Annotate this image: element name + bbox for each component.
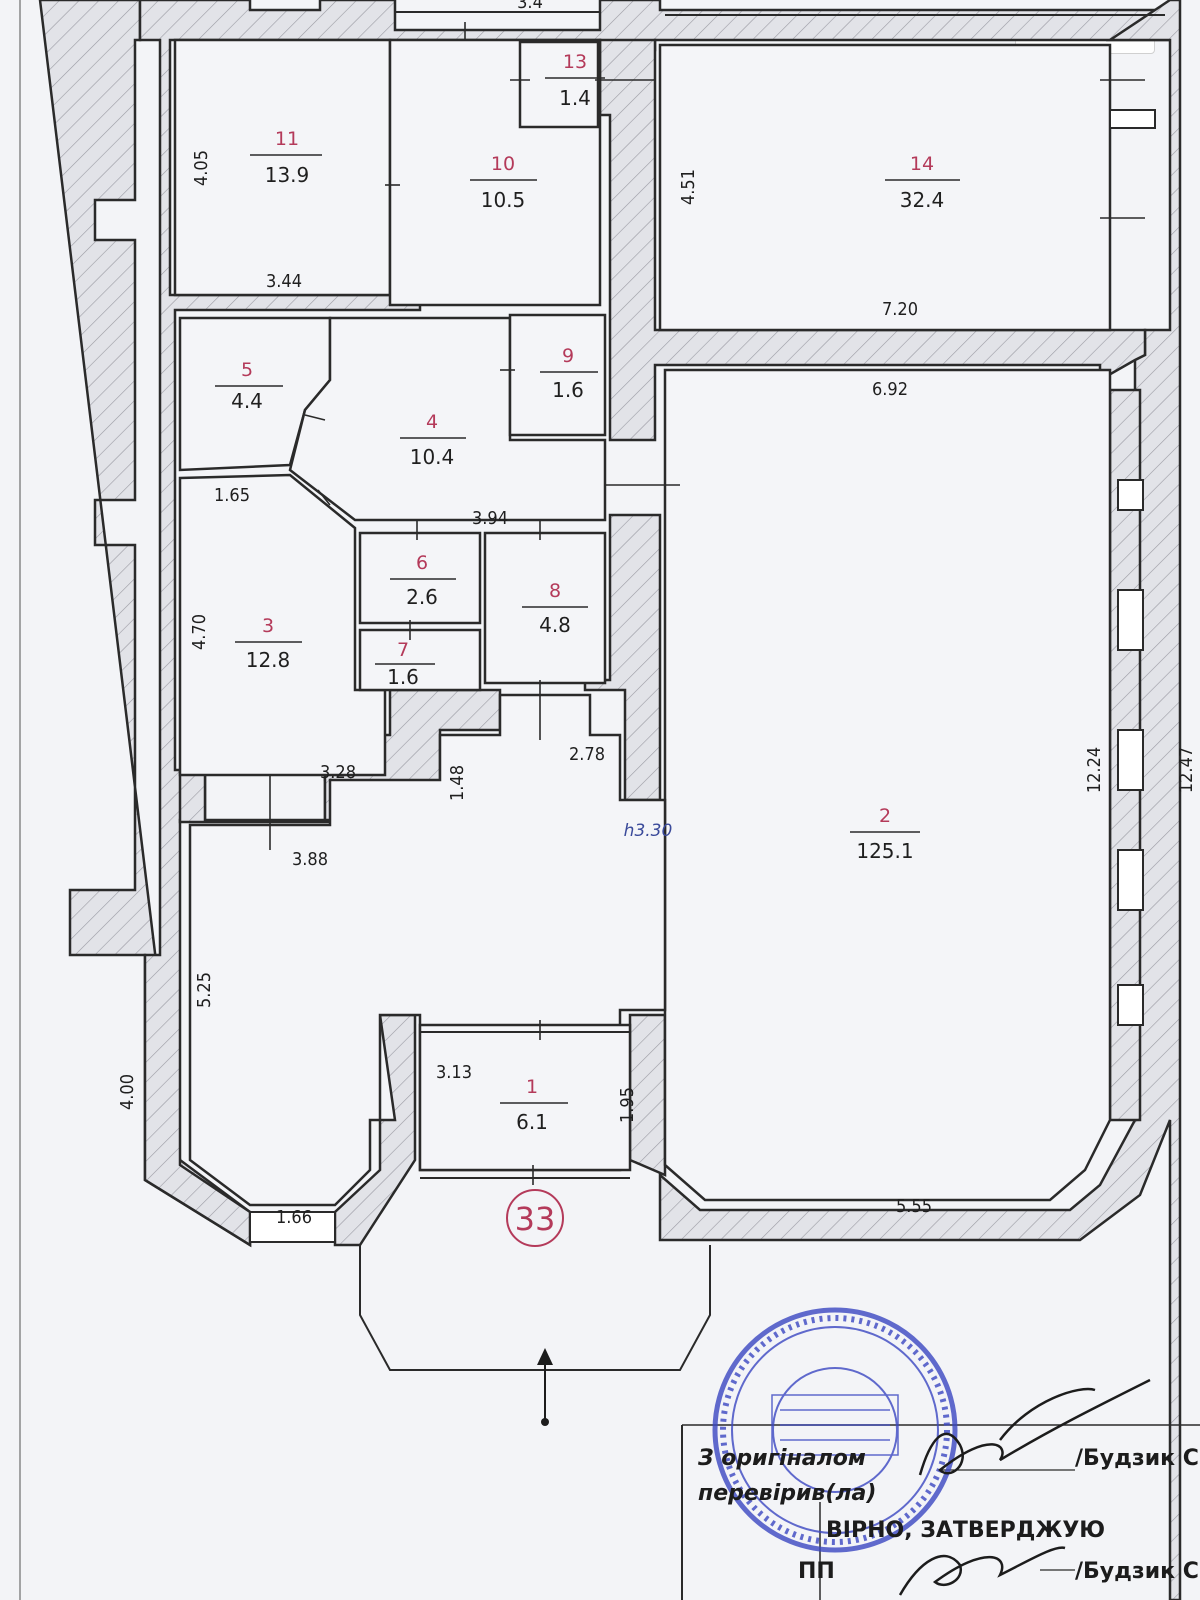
stamp-line4: ПП bbox=[798, 1559, 835, 1584]
entrance-arrow-icon bbox=[537, 1348, 553, 1426]
dimension-labels: 3.4 4.05 3.44 4.51 7.20 6.92 1.65 3.94 4… bbox=[117, 0, 1197, 1228]
label-room-6: 6 2.6 bbox=[390, 552, 456, 609]
label-room-1: 1 6.1 bbox=[500, 1076, 568, 1134]
svg-text:1.6: 1.6 bbox=[387, 665, 419, 689]
signer-name-2: /Будзик С bbox=[1075, 1559, 1199, 1584]
dim-165: 1.65 bbox=[214, 485, 250, 506]
svg-text:4.8: 4.8 bbox=[539, 613, 571, 637]
openings bbox=[249, 11, 1165, 1243]
label-room-4: 4 10.4 bbox=[400, 411, 466, 469]
dim-148: 1.48 bbox=[447, 765, 468, 801]
svg-text:125.1: 125.1 bbox=[856, 839, 913, 863]
svg-text:1.4: 1.4 bbox=[559, 86, 591, 110]
room-1 bbox=[418, 1023, 632, 1172]
signature-2 bbox=[898, 1546, 1066, 1596]
room-8 bbox=[483, 531, 607, 685]
svg-text:8: 8 bbox=[549, 580, 561, 602]
label-room-11: 11 13.9 bbox=[250, 128, 322, 187]
label-room-14: 14 32.4 bbox=[885, 153, 960, 212]
dim-394: 3.94 bbox=[472, 508, 508, 529]
rooms bbox=[173, 38, 1112, 1371]
svg-text:4: 4 bbox=[426, 411, 438, 433]
label-room-8: 8 4.8 bbox=[522, 580, 588, 637]
label-room-3: 3 12.8 bbox=[235, 615, 302, 672]
stamp-line3: ВІРНО, ЗАТВЕРДЖУЮ bbox=[826, 1518, 1105, 1543]
dim-top: 3.4 bbox=[517, 0, 543, 13]
dim-451: 4.51 bbox=[678, 169, 699, 205]
ceiling-height: h3.30 bbox=[624, 821, 673, 841]
svg-text:6.1: 6.1 bbox=[516, 1110, 548, 1134]
svg-text:10: 10 bbox=[491, 153, 515, 175]
label-room-5: 5 4.4 bbox=[215, 359, 283, 413]
room-14 bbox=[658, 43, 1112, 332]
svg-text:12.8: 12.8 bbox=[246, 648, 291, 672]
room-9 bbox=[508, 313, 607, 437]
dim-166: 1.66 bbox=[276, 1207, 312, 1228]
room-11 bbox=[173, 38, 392, 297]
label-room-9: 9 1.6 bbox=[540, 345, 598, 402]
apartment-number: 33 bbox=[515, 1200, 556, 1238]
dim-278: 2.78 bbox=[569, 744, 605, 765]
svg-text:1.6: 1.6 bbox=[552, 378, 584, 402]
svg-text:4.4: 4.4 bbox=[231, 389, 263, 413]
dim-328: 3.28 bbox=[320, 762, 356, 783]
dim-400: 4.00 bbox=[117, 1074, 138, 1110]
svg-text:9: 9 bbox=[562, 345, 574, 367]
svg-text:10.4: 10.4 bbox=[410, 445, 455, 469]
svg-text:13: 13 bbox=[563, 51, 587, 73]
room-7 bbox=[358, 628, 482, 692]
svg-text:6: 6 bbox=[416, 552, 428, 574]
stamp-line2: перевірив(ла) bbox=[698, 1481, 876, 1506]
svg-text:7: 7 bbox=[397, 639, 409, 661]
label-room-2: 2 125.1 bbox=[850, 805, 920, 863]
certification-block: З оригіналом перевірив(ла) ВІРНО, ЗАТВЕР… bbox=[681, 1307, 1200, 1600]
outer-walls bbox=[38, 0, 1182, 1600]
porch-outline bbox=[359, 1245, 711, 1371]
dim-313: 3.13 bbox=[436, 1062, 472, 1083]
dim-1247: 12.47 bbox=[1176, 747, 1197, 793]
label-room-10: 10 10.5 bbox=[470, 153, 537, 212]
svg-text:32.4: 32.4 bbox=[900, 188, 945, 212]
svg-text:1: 1 bbox=[526, 1076, 538, 1098]
svg-text:11: 11 bbox=[275, 128, 299, 150]
stamp-line1: З оригіналом bbox=[697, 1446, 866, 1471]
label-room-7: 7 1.6 bbox=[375, 639, 435, 689]
svg-text:10.5: 10.5 bbox=[481, 188, 526, 212]
room-2 bbox=[663, 368, 1112, 1202]
room-13 bbox=[518, 40, 600, 129]
svg-text:5: 5 bbox=[241, 359, 253, 381]
dim-1224: 12.24 bbox=[1084, 747, 1105, 793]
dim-555: 5.55 bbox=[896, 1196, 932, 1217]
dim-344: 3.44 bbox=[266, 271, 302, 292]
svg-text:2: 2 bbox=[879, 805, 891, 827]
signer-name-1: /Будзик С bbox=[1075, 1446, 1199, 1471]
round-seal bbox=[712, 1307, 958, 1553]
svg-text:3: 3 bbox=[262, 615, 274, 637]
svg-text:2.6: 2.6 bbox=[406, 585, 438, 609]
dim-525: 5.25 bbox=[194, 972, 215, 1008]
dim-470: 4.70 bbox=[189, 614, 210, 650]
signature-1 bbox=[918, 1378, 1151, 1476]
dim-405: 4.05 bbox=[191, 150, 212, 186]
dim-720: 7.20 bbox=[882, 299, 918, 320]
dim-388: 3.88 bbox=[292, 849, 328, 870]
room-labels: 11 13.9 10 10.5 13 1.4 14 32.4 5 4.4 4 1… bbox=[215, 51, 960, 1134]
dim-692: 6.92 bbox=[872, 379, 908, 400]
apartment-number-badge: 33 bbox=[506, 1189, 564, 1247]
svg-text:13.9: 13.9 bbox=[265, 163, 310, 187]
room-6 bbox=[358, 531, 482, 625]
label-room-13: 13 1.4 bbox=[545, 51, 605, 110]
dim-195: 1.95 bbox=[617, 1087, 638, 1123]
svg-text:14: 14 bbox=[910, 153, 934, 175]
